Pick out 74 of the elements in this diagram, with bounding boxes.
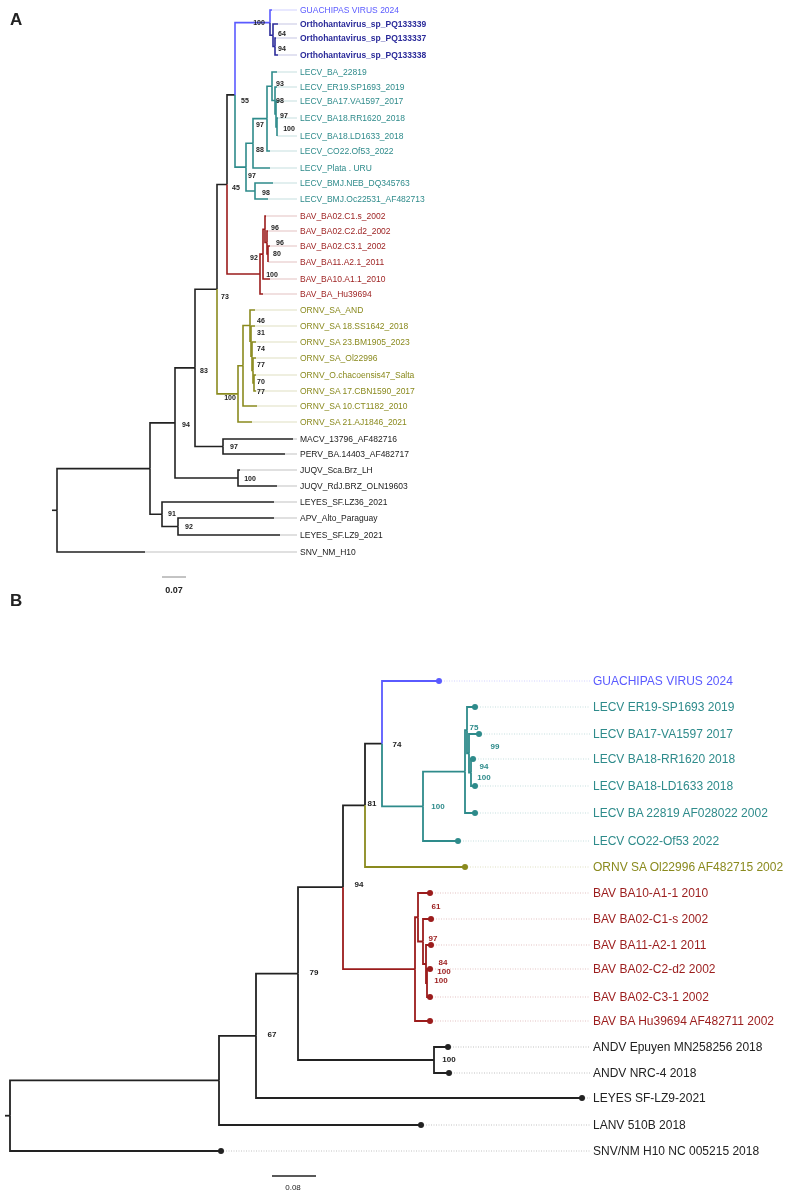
taxon-label: LANV 510B 2018 [593, 1119, 686, 1131]
taxon-label: ORNV_SA 21.AJ1846_2021 [300, 417, 407, 427]
taxon-label: LECV BA 22819 AF028022 2002 [593, 807, 768, 819]
taxon-label: BAV_BA02.C2.d2_2002 [300, 226, 391, 236]
taxon-label: BAV BA02-C2-d2 2002 [593, 963, 716, 975]
taxon-label: BAV BA Hu39694 AF482711 2002 [593, 1015, 775, 1027]
bootstrap-value: 79 [309, 969, 319, 977]
bootstrap-value: 99 [490, 743, 500, 751]
taxon-label: LECV_BA18.RR1620_2018 [300, 113, 405, 123]
taxon-label: Orthohantavirus_sp_PQ133339 [300, 19, 427, 29]
bootstrap-value: 100 [434, 977, 448, 985]
taxon-label: ORNV_SA 17.CBN1590_2017 [300, 386, 415, 396]
taxon-label: LEYES_SF.LZ9_2021 [300, 530, 383, 540]
taxon-label: LECV_BA18.LD1633_2018 [300, 131, 404, 141]
scale-label: 0.07 [165, 585, 183, 595]
taxon-label: ANDV Epuyen MN258256 2018 [593, 1041, 763, 1053]
bootstrap-value: 94 [354, 881, 364, 889]
taxon-label: ORNV_SA_Ol22996 [300, 353, 378, 363]
taxon-label: ORNV_SA 18.SS1642_2018 [300, 321, 409, 331]
taxon-label: ANDV NRC-4 2018 [593, 1067, 697, 1079]
taxon-label: BAV_BA11.A2.1_2011 [300, 257, 385, 267]
taxon-label: GUACHIPAS VIRUS 2024 [593, 675, 733, 687]
taxon-label: BAV_BA02.C3.1_2002 [300, 241, 386, 251]
bootstrap-value: 61 [431, 903, 441, 911]
bootstrap-value: 100 [431, 803, 445, 811]
taxon-label: LECV_BA17.VA1597_2017 [300, 96, 404, 106]
taxon-label: LECV BA17-VA1597 2017 [593, 728, 733, 740]
taxon-label: LECV BA18-RR1620 2018 [593, 753, 736, 765]
bootstrap-value: 81 [367, 800, 377, 808]
scale-label: 0.08 [285, 1184, 301, 1192]
taxon-label: ORNV_SA 23.BM1905_2023 [300, 337, 410, 347]
taxon-label: ORNV_SA_AND [300, 305, 364, 315]
taxon-label: LECV_BA_22819 [300, 67, 367, 77]
taxon-label: BAV BA10-A1-1 2010 [593, 887, 709, 899]
taxon-label: BAV BA02-C3-1 2002 [593, 991, 709, 1003]
taxon-label: BAV_BA_Hu39694 [300, 289, 372, 299]
taxon-label: LECV CO22-Of53 2022 [593, 835, 720, 847]
bootstrap-value: 94 [479, 763, 489, 771]
panel-letter: B [10, 591, 23, 609]
taxon-label: JUQV_RdJ.BRZ_OLN19603 [300, 481, 408, 491]
taxon-label: LECV_BMJ.Oc22531_AF482713 [300, 194, 425, 204]
taxon-label: LEYES_SF.LZ36_2021 [300, 497, 388, 507]
taxon-label: LECV_BMJ.NEB_DQ345763 [300, 178, 410, 188]
bootstrap-value: 100 [437, 968, 451, 976]
taxon-label: Orthohantavirus_sp_PQ133338 [300, 50, 427, 60]
taxon-label: MACV_13796_AF482716 [300, 434, 397, 444]
taxon-label: BAV_BA02.C1.s_2002 [300, 211, 386, 221]
taxon-label: ORNV SA Ol22996 AF482715 2002 [593, 861, 784, 873]
bootstrap-value: 67 [267, 1031, 277, 1039]
bootstrap-value: 100 [442, 1056, 456, 1064]
taxon-label: GUACHIPAS VIRUS 2024 [300, 5, 400, 15]
taxon-label: Orthohantavirus_sp_PQ133337 [300, 33, 427, 43]
taxon-label: BAV_BA10.A1.1_2010 [300, 274, 386, 284]
taxon-label: ORNV_SA 10.CT1182_2010 [300, 401, 408, 411]
taxon-label: JUQV_Sca.Brz_LH [300, 465, 373, 475]
panel-letter: A [10, 10, 23, 28]
taxon-label: BAV BA02-C1-s 2002 [593, 913, 709, 925]
bootstrap-value: 84 [438, 959, 448, 967]
taxon-label: LECV BA18-LD1633 2018 [593, 780, 734, 792]
taxon-label: LECV_ER19.SP1693_2019 [300, 82, 405, 92]
taxon-label: SNV_NM_H10 [300, 547, 356, 557]
taxon-label: APV_Alto_Paraguay [300, 513, 378, 523]
taxon-label: LECV_Plata . URU [300, 163, 372, 173]
taxon-label: ORNV_O.chacoensis47_Salta [300, 370, 415, 380]
taxon-label: LEYES SF-LZ9-2021 [593, 1092, 706, 1104]
taxon-label: SNV/NM H10 NC 005215 2018 [593, 1145, 760, 1157]
bootstrap-value: 97 [428, 935, 438, 943]
bootstrap-value: 75 [469, 724, 479, 732]
taxon-label: LECV_CO22.Of53_2022 [300, 146, 394, 156]
bootstrap-value: 100 [477, 774, 491, 782]
taxon-label: BAV BA11-A2-1 2011 [593, 939, 707, 951]
taxon-label: PERV_BA.14403_AF482717 [300, 449, 409, 459]
taxon-label: LECV ER19-SP1693 2019 [593, 701, 735, 713]
bootstrap-value: 74 [392, 741, 402, 749]
